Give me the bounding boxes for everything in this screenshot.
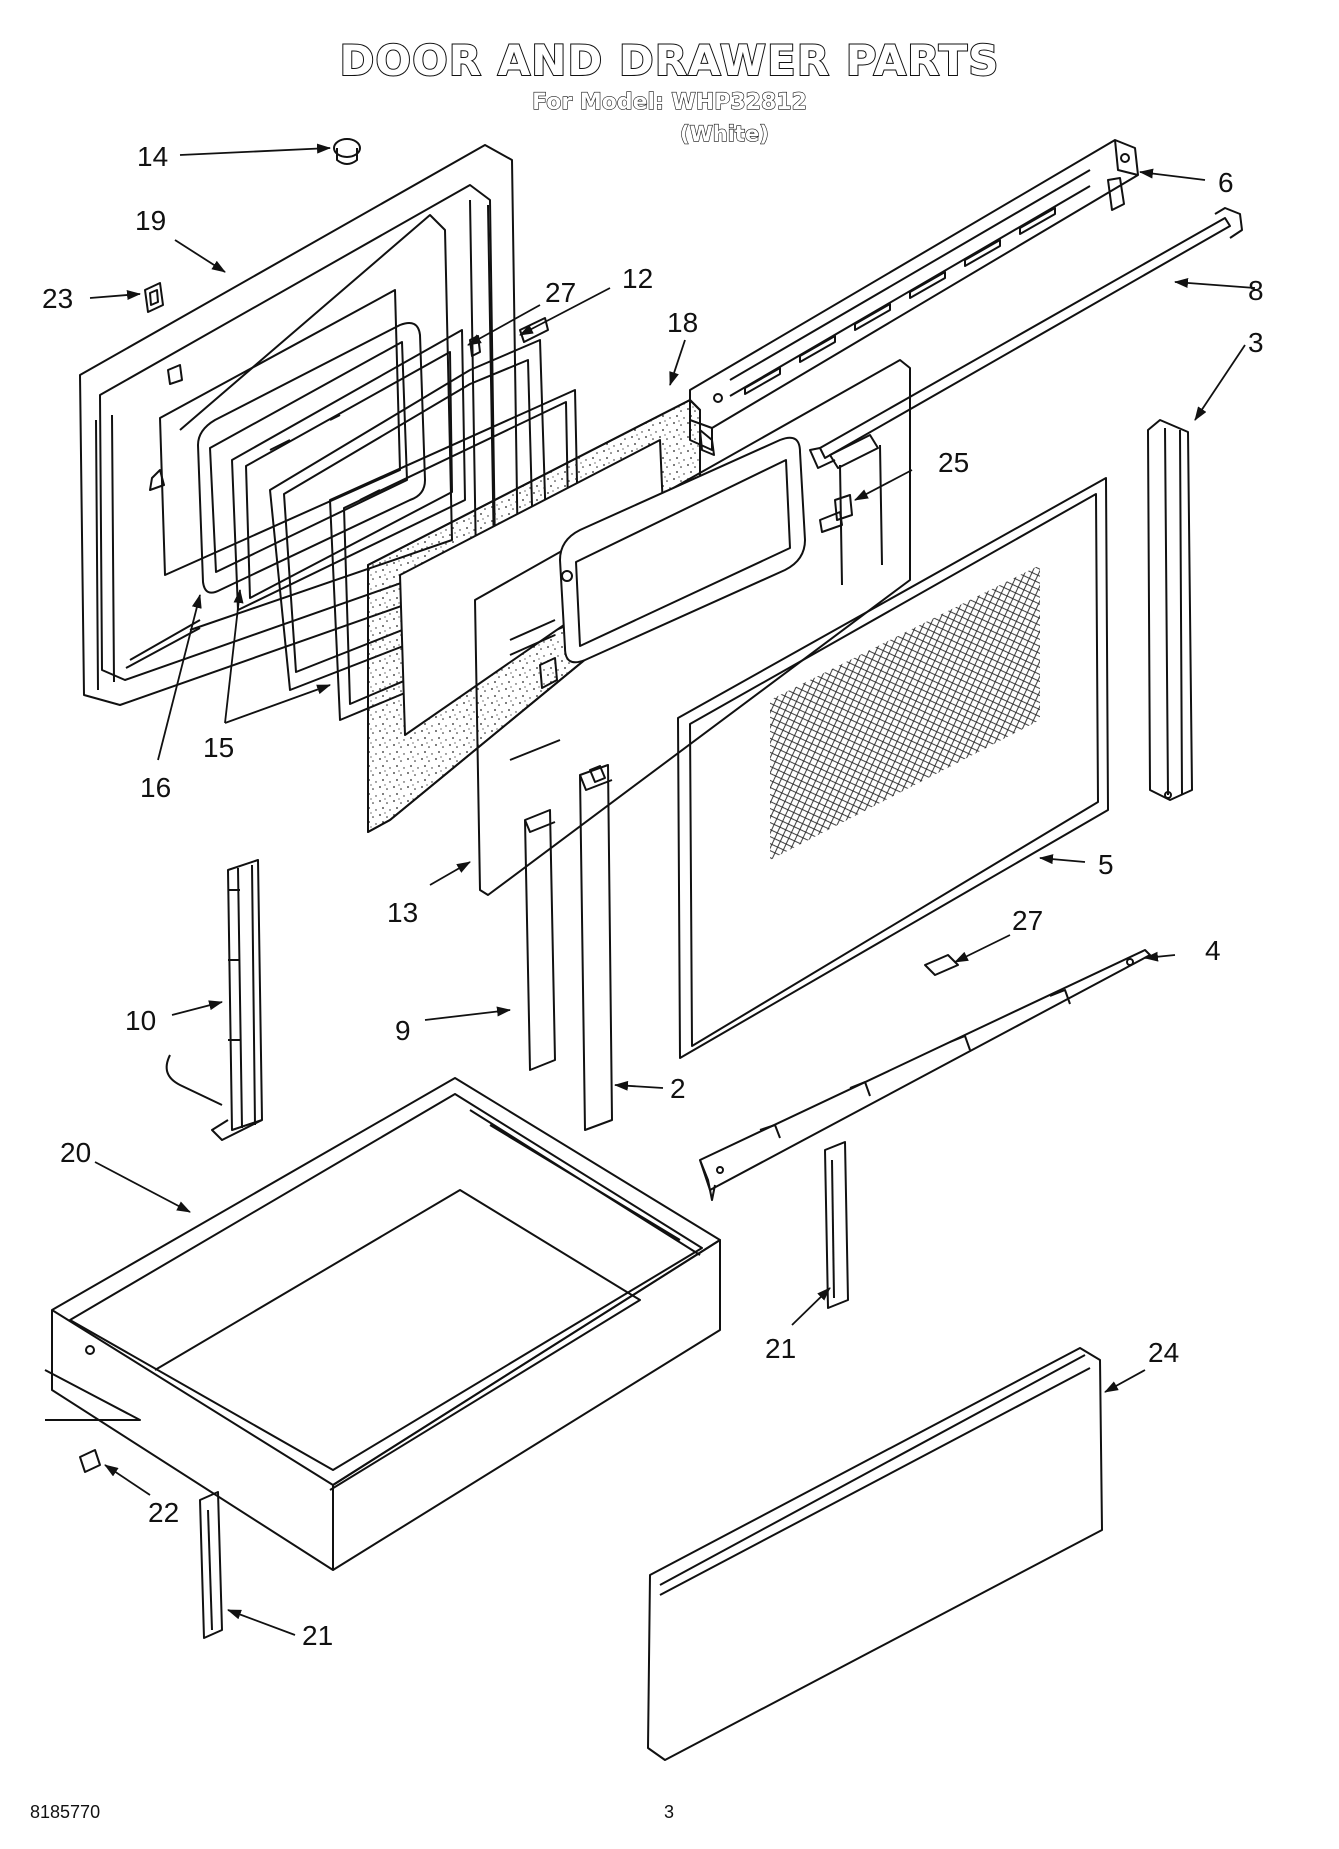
drawer-front-panel (647, 1347, 1103, 1761)
leader-4 (1144, 951, 1176, 962)
footer-part-number: 8185770 (30, 1802, 101, 1822)
callout-24: 24 (1148, 1337, 1179, 1368)
leader-8 (1174, 277, 1256, 289)
callout-14: 14 (137, 141, 168, 172)
outer-door-panel (677, 477, 1109, 1059)
leader-14 (179, 143, 331, 156)
drawer-slide-right (824, 1141, 849, 1309)
storage-drawer (44, 1077, 721, 1571)
callout-4: 4 (1205, 935, 1221, 966)
lower-clip (924, 954, 959, 976)
drawer-stop-screw (79, 1449, 101, 1473)
leader-15b (224, 684, 331, 724)
door-bumper (333, 138, 361, 165)
leader-5 (1039, 854, 1086, 865)
leader-6 (1139, 168, 1206, 181)
leader-12 (519, 287, 611, 336)
page-title: DOOR AND DRAWER PARTS (339, 35, 1000, 86)
leader-21-right (791, 1287, 831, 1326)
leader-3 (1194, 344, 1246, 421)
door-side-strips (524, 764, 613, 1131)
callout-18: 18 (667, 307, 698, 338)
color-note: (White) (679, 121, 769, 146)
inner-door-panel (474, 359, 911, 896)
right-side-trim (1147, 419, 1193, 801)
leader-2 (614, 1080, 664, 1091)
leader-23 (89, 290, 141, 301)
leader-9 (424, 1006, 511, 1021)
door-gasket (197, 322, 426, 594)
callout-8: 8 (1248, 275, 1264, 306)
leader-27-lower (954, 934, 1011, 963)
callout-3: 3 (1248, 327, 1264, 358)
leader-24 (1104, 1369, 1146, 1393)
callout-12: 12 (622, 263, 653, 294)
callout-25: 25 (938, 447, 969, 478)
drawer-rail (699, 949, 1151, 1201)
leader-10 (171, 1000, 223, 1016)
leader-13 (429, 861, 471, 886)
drawer-slide-left (199, 1491, 223, 1639)
callout-9: 9 (395, 1015, 411, 1046)
callout-15: 15 (203, 732, 234, 763)
callout-27-upper: 27 (545, 277, 576, 308)
leader-16 (157, 594, 202, 761)
leader-27-upper (467, 304, 541, 346)
inner-door-frame (79, 144, 519, 706)
footer-page-number: 3 (664, 1802, 675, 1822)
leader-25 (854, 469, 913, 501)
leader-21-left (227, 1609, 296, 1636)
callout-19: 19 (135, 205, 166, 236)
door-glass-pack (231, 317, 581, 721)
callout-27-lower: 27 (1012, 905, 1043, 936)
model-line: For Model: WHP32812 (532, 89, 808, 115)
leader-18 (669, 339, 686, 386)
callout-22: 22 (148, 1497, 179, 1528)
hinge-clip (144, 282, 164, 313)
callout-20: 20 (60, 1137, 91, 1168)
callout-2: 2 (670, 1073, 686, 1104)
leader-19 (174, 239, 226, 273)
callout-10: 10 (125, 1005, 156, 1036)
callout-21-left: 21 (302, 1620, 333, 1651)
handle-bracket (819, 494, 853, 533)
callout-16: 16 (140, 772, 171, 803)
vent-trim (689, 139, 1139, 456)
leader-20 (94, 1161, 191, 1213)
callout-5: 5 (1098, 849, 1114, 880)
leader-15a (224, 589, 244, 724)
left-lower-side-panel (165, 859, 263, 1141)
callout-23: 23 (42, 283, 73, 314)
callout-13: 13 (387, 897, 418, 928)
leader-22 (104, 1464, 151, 1496)
door-handle (809, 207, 1243, 469)
callout-21-right: 21 (765, 1333, 796, 1364)
callout-6: 6 (1218, 167, 1234, 198)
